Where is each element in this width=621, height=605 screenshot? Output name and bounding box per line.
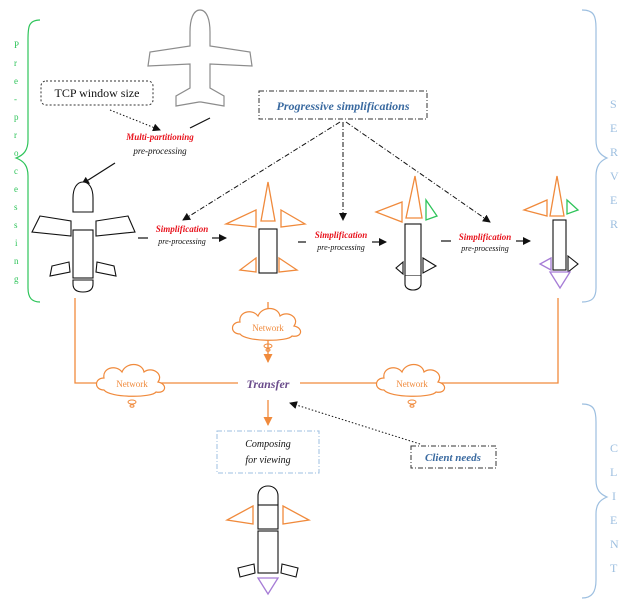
progressive-simplifications-box: [258, 90, 428, 120]
tcp-window-size-label: TCP window size: [55, 86, 140, 100]
client-letter: E: [610, 513, 617, 527]
airplane-simplified-2: [374, 175, 439, 291]
airplane-icon: [147, 9, 253, 107]
client-brace: [581, 403, 609, 599]
preprocessing-letter: r: [14, 58, 17, 68]
server-label: S E R V E R: [610, 97, 619, 231]
airplane-simplified-1: [223, 181, 307, 274]
composing-box: [216, 430, 320, 474]
airplane-composed: [224, 485, 312, 596]
simplification-label-2: Simplification: [315, 230, 368, 240]
airplane-simplified-3: [522, 175, 580, 290]
preprocessing-letter: p: [14, 112, 19, 122]
airplane-partitioned: [31, 181, 136, 293]
progressive-simplifications-label: Progressive simplifications: [277, 99, 410, 113]
server-brace: [581, 9, 609, 303]
network-label-right: Network: [396, 379, 428, 389]
server-letter: E: [610, 193, 617, 207]
pre-processing-label: pre-processing: [132, 146, 187, 156]
partition-arrow: [81, 162, 116, 185]
server-letter: R: [610, 145, 618, 159]
client-letter: T: [610, 561, 618, 575]
preprocessing-letter: o: [14, 148, 19, 158]
preprocessing-brace: [14, 19, 41, 303]
transfer-label: Transfer: [247, 377, 290, 391]
tcp-arrow: [109, 109, 161, 132]
multi-partitioning-label: Multi-partitioning: [125, 132, 194, 142]
pre-processing-label-2: pre-processing: [316, 243, 364, 252]
client-letter: C: [610, 441, 618, 455]
simplification-label-1: Simplification: [156, 224, 209, 234]
server-letter: E: [610, 121, 617, 135]
network-label-top: Network: [252, 323, 284, 333]
preprocessing-letter: g: [14, 274, 19, 284]
preprocessing-letter: P: [14, 40, 19, 50]
pre-processing-label-1: pre-processing: [157, 237, 205, 246]
tcp-window-size-box: [40, 80, 154, 106]
preprocessing-letter: i: [15, 238, 18, 248]
preprocessing-letter: e: [14, 76, 18, 86]
server-letter: R: [610, 217, 618, 231]
simplification-arrows: [182, 121, 491, 223]
simplification-label-3: Simplification: [459, 232, 512, 242]
preprocessing-letter: -: [14, 94, 17, 104]
client-label: C L I E N T: [610, 441, 619, 575]
client-letter: N: [610, 537, 619, 551]
preprocessing-letter: s: [14, 202, 18, 212]
network-lines: [74, 298, 559, 426]
preprocessing-letter: e: [14, 184, 18, 194]
network-label-left: Network: [116, 379, 148, 389]
partition-line: [189, 117, 211, 129]
preprocessing-letter: r: [14, 130, 17, 140]
preprocessing-letter: c: [14, 166, 18, 176]
composing-label-line1: Composing: [245, 439, 291, 450]
preprocessing-letter: n: [14, 256, 19, 266]
composing-label-line2: for viewing: [245, 455, 290, 466]
server-letter: S: [610, 97, 617, 111]
client-needs-box: [410, 445, 497, 469]
client-letter: I: [612, 489, 616, 503]
client-needs-label: Client needs: [425, 452, 481, 464]
server-letter: V: [610, 169, 619, 183]
client-letter: L: [610, 465, 617, 479]
pre-processing-label-3: pre-processing: [460, 244, 508, 253]
preprocessing-letter: s: [14, 220, 18, 230]
preprocessing-label: P r e - p r o c e s s i n g: [14, 40, 19, 284]
